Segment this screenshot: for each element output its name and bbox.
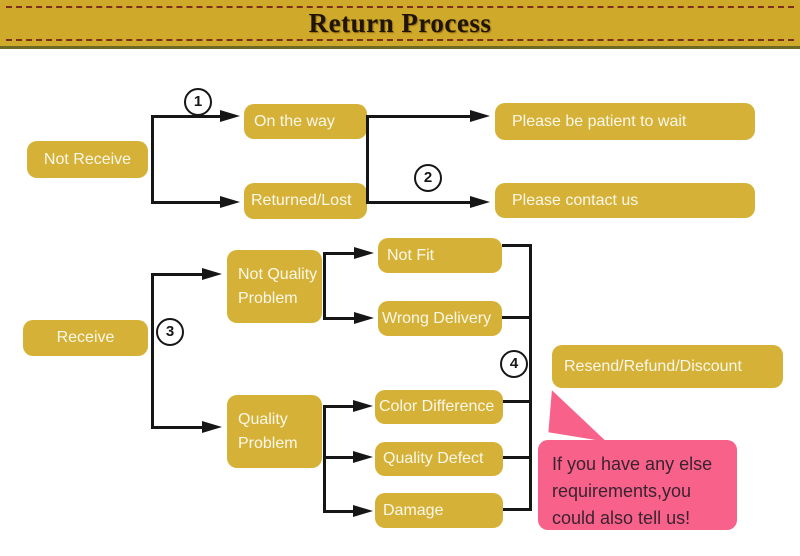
connector-line xyxy=(323,252,354,255)
badge-number: 1 xyxy=(193,93,203,110)
connector-line xyxy=(503,456,529,459)
connector-line xyxy=(502,316,529,319)
connector-line xyxy=(502,244,529,247)
node-wrong-delivery: Wrong Delivery xyxy=(378,301,502,336)
arrowhead-icon xyxy=(220,196,240,208)
bubble-text-line: requirements,you xyxy=(552,481,692,501)
connector-line xyxy=(323,456,353,459)
step-badge-4: 4 xyxy=(500,350,528,378)
connector-line xyxy=(366,115,470,118)
connector-line xyxy=(151,115,220,118)
arrowhead-icon xyxy=(354,312,374,324)
arrowhead-icon xyxy=(353,505,373,517)
banner-dashed-line-top xyxy=(6,6,794,8)
step-badge-3: 3 xyxy=(156,318,184,346)
arrowhead-icon xyxy=(354,247,374,259)
connector-line xyxy=(151,116,154,204)
connector-line xyxy=(151,273,202,276)
header-banner: Return Process xyxy=(0,0,800,49)
connector-line xyxy=(323,405,326,513)
node-not-receive: Not Receive xyxy=(27,141,148,178)
connector-line xyxy=(323,252,326,320)
banner-dashed-line-bottom xyxy=(6,39,794,41)
node-please-be-patient: Please be patient to wait xyxy=(495,103,755,140)
connector-line xyxy=(503,508,529,511)
bubble-text-line: could also tell us! xyxy=(552,508,691,528)
arrowhead-icon xyxy=(220,110,240,122)
node-label: Not Fit xyxy=(387,246,435,264)
arrowhead-icon xyxy=(470,110,490,122)
node-label: Please contact us xyxy=(512,191,639,209)
node-label: Not Receive xyxy=(43,150,132,168)
node-resend-refund-discount: Resend/Refund/Discount xyxy=(552,345,783,388)
connector-line xyxy=(529,244,532,511)
node-please-contact-us: Please contact us xyxy=(495,183,755,218)
arrowhead-icon xyxy=(202,421,222,433)
connector-line xyxy=(151,426,202,429)
step-badge-2: 2 xyxy=(414,164,442,192)
connector-line xyxy=(366,116,369,204)
connector-line xyxy=(151,274,154,429)
connector-line xyxy=(366,201,470,204)
connector-line xyxy=(323,510,353,513)
node-not-fit: Not Fit xyxy=(378,238,502,273)
node-quality-defect: Quality Defect xyxy=(375,442,503,476)
connector-line xyxy=(151,201,220,204)
node-label: Returned/Lost xyxy=(251,192,352,209)
node-color-difference: Color Difference xyxy=(375,390,503,424)
node-label: On the way xyxy=(254,112,335,130)
node-label: Quality Defect xyxy=(383,450,484,467)
node-on-the-way: On the way xyxy=(244,104,367,139)
connector-line xyxy=(323,405,353,408)
arrowhead-icon xyxy=(353,451,373,463)
badge-number: 4 xyxy=(509,355,519,372)
arrowhead-icon xyxy=(470,196,490,208)
node-damage: Damage xyxy=(375,493,503,528)
node-receive: Receive xyxy=(23,320,148,356)
node-label: Color Difference xyxy=(379,398,495,415)
bubble-text-line: If you have any else xyxy=(552,454,713,474)
node-label: Quality Problem xyxy=(238,410,298,452)
badge-number: 3 xyxy=(165,323,175,340)
arrowhead-icon xyxy=(202,268,222,280)
step-badge-1: 1 xyxy=(184,88,212,116)
node-label: Wrong Delivery xyxy=(382,309,492,327)
node-label: Receive xyxy=(56,329,115,346)
node-quality-problem: Quality Problem xyxy=(227,395,322,468)
node-label: Resend/Refund/Discount xyxy=(564,357,742,375)
connector-line xyxy=(503,400,529,403)
page-title: Return Process xyxy=(308,8,492,38)
connector-line xyxy=(323,317,354,320)
badge-number: 2 xyxy=(423,169,433,186)
node-label: Damage xyxy=(383,501,444,519)
node-label: Please be patient to wait xyxy=(512,112,687,130)
node-not-quality-problem: Not Quality Problem xyxy=(227,250,322,323)
arrowhead-icon xyxy=(353,400,373,412)
node-returned-lost: Returned/Lost xyxy=(244,183,367,219)
node-label: Not Quality Problem xyxy=(238,265,318,307)
speech-bubble: If you have any else requirements,you co… xyxy=(538,440,737,530)
speech-bubble-tail xyxy=(548,390,607,442)
